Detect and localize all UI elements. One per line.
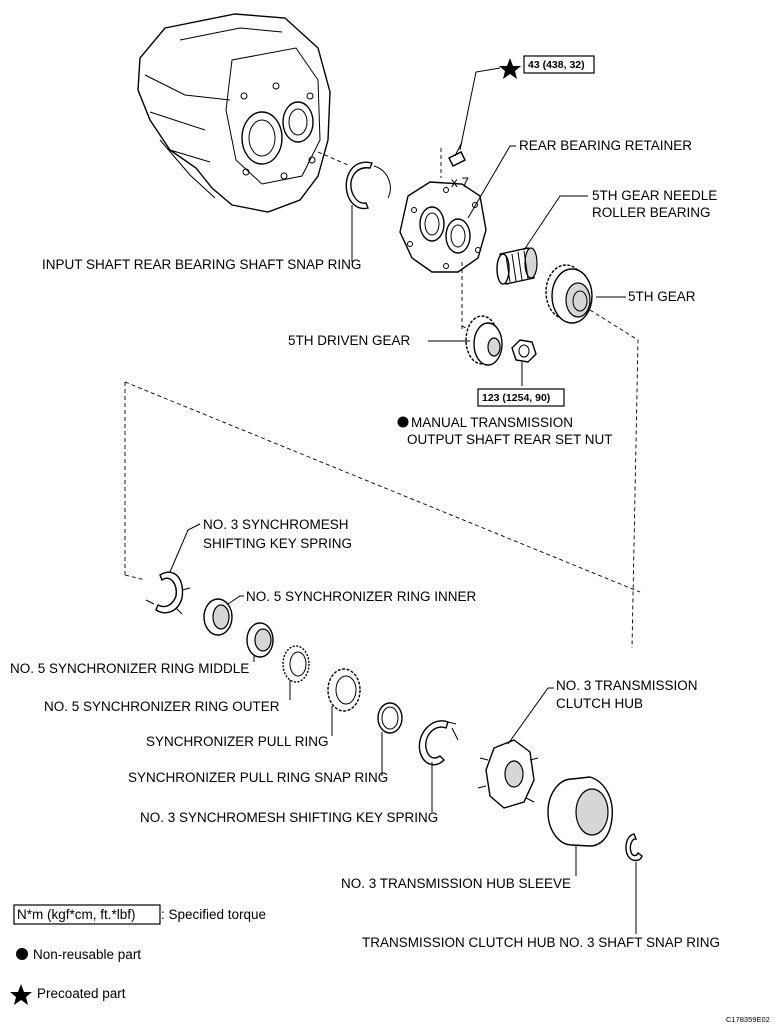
set-nut-label-line1: MANUAL TRANSMISSION — [411, 415, 573, 430]
synchronizer-ring-outer — [282, 645, 310, 683]
legend-dot-icon — [16, 948, 28, 960]
needle-roller-bearing — [496, 247, 538, 285]
synchromesh-key-spring-top — [145, 571, 191, 615]
synchronizer-ring-inner — [203, 598, 233, 636]
precoated-star-icon — [499, 58, 521, 79]
hub-sleeve-label: NO. 3 TRANSMISSION HUB SLEEVE — [341, 876, 571, 891]
rear-bearing-retainer — [399, 181, 487, 273]
needle-bearing-label-line1: 5TH GEAR NEEDLE — [592, 188, 717, 203]
transmission-hub-sleeve — [547, 776, 613, 847]
torque-callout-nut: 123 (1254, 90) — [477, 388, 565, 407]
legend-torque-desc: : Specified torque — [161, 907, 266, 922]
set-nut-label-line2: OUTPUT SHAFT REAR SET NUT — [407, 432, 613, 447]
legend-torque-unit: N*m (kgf*cm, ft.*lbf) — [17, 907, 136, 922]
fifth-driven-gear — [465, 315, 503, 366]
fifth-driven-gear-label: 5TH DRIVEN GEAR — [288, 333, 411, 348]
retainer-bolt — [448, 141, 466, 167]
pull-snap-ring-label: SYNCHRONIZER PULL RING SNAP RING — [128, 770, 388, 785]
fifth-gear — [545, 264, 593, 324]
pull-ring-snap-ring — [377, 702, 403, 734]
non-reusable-dot-icon — [397, 416, 409, 428]
figure-code: C178359E02 — [726, 1015, 770, 1024]
clutch-hub-label-line2: CLUTCH HUB — [556, 696, 643, 711]
transmission-clutch-hub — [477, 739, 539, 809]
synchromesh-key-spring-bottom — [418, 720, 459, 766]
legend-star-icon — [10, 984, 32, 1005]
legend-non-reusable: Non-reusable part — [33, 947, 141, 962]
case-axis-line — [317, 151, 349, 166]
bolt-leader — [459, 67, 501, 151]
synchronizer-ring-middle — [246, 622, 274, 658]
bolt-quantity: x 7 — [451, 175, 469, 190]
torque-callout-bolt: 43 (438, 32) — [499, 55, 595, 79]
key-spring-bottom-label: NO. 3 SYNCHROMESH SHIFTING KEY SPRING — [140, 810, 438, 825]
assembly-dashed-guide — [124, 381, 641, 593]
input-snap-ring-label: INPUT SHAFT REAR BEARING SHAFT SNAP RING — [42, 257, 361, 272]
input-shaft-snap-ring — [345, 161, 391, 210]
hub-snap-ring-label: TRANSMISSION CLUTCH HUB NO. 3 SHAFT SNAP… — [362, 935, 720, 950]
ring-outer-label: NO. 5 SYNCHRONIZER RING OUTER — [44, 699, 280, 714]
key-spring-top-leader — [169, 523, 201, 573]
key-spring-top-label-line1: NO. 3 SYNCHROMESH — [203, 517, 349, 532]
ring-inner-leader — [227, 595, 244, 605]
needle-bearing-label-line2: ROLLER BEARING — [592, 205, 711, 220]
clutch-hub-snap-ring — [625, 833, 643, 862]
synchronizer-pull-ring — [327, 668, 361, 712]
clutch-hub-leader — [507, 687, 554, 745]
transaxle-case — [137, 13, 331, 213]
pull-ring-label: SYNCHRONIZER PULL RING — [146, 734, 329, 749]
bolt-torque-value: 43 (438, 32) — [528, 59, 585, 71]
fifth-gear-label: 5TH GEAR — [628, 289, 696, 304]
legend: N*m (kgf*cm, ft.*lbf) : Specified torque… — [10, 904, 266, 1005]
needle-bearing-leader — [523, 195, 588, 251]
retainer-leader — [467, 145, 516, 219]
ring-inner-label: NO. 5 SYNCHRONIZER RING INNER — [246, 589, 477, 604]
clutch-hub-label-line1: NO. 3 TRANSMISSION — [556, 678, 698, 693]
legend-precoated: Precoated part — [37, 986, 126, 1001]
key-spring-top-label-line2: SHIFTING KEY SPRING — [203, 536, 352, 551]
output-shaft-set-nut — [511, 339, 537, 363]
torque-unit-box — [13, 904, 161, 925]
ring-middle-label: NO. 5 SYNCHRONIZER RING MIDDLE — [10, 661, 249, 676]
rear-bearing-retainer-label: REAR BEARING RETAINER — [519, 138, 692, 153]
nut-torque-value: 123 (1254, 90) — [482, 392, 550, 404]
